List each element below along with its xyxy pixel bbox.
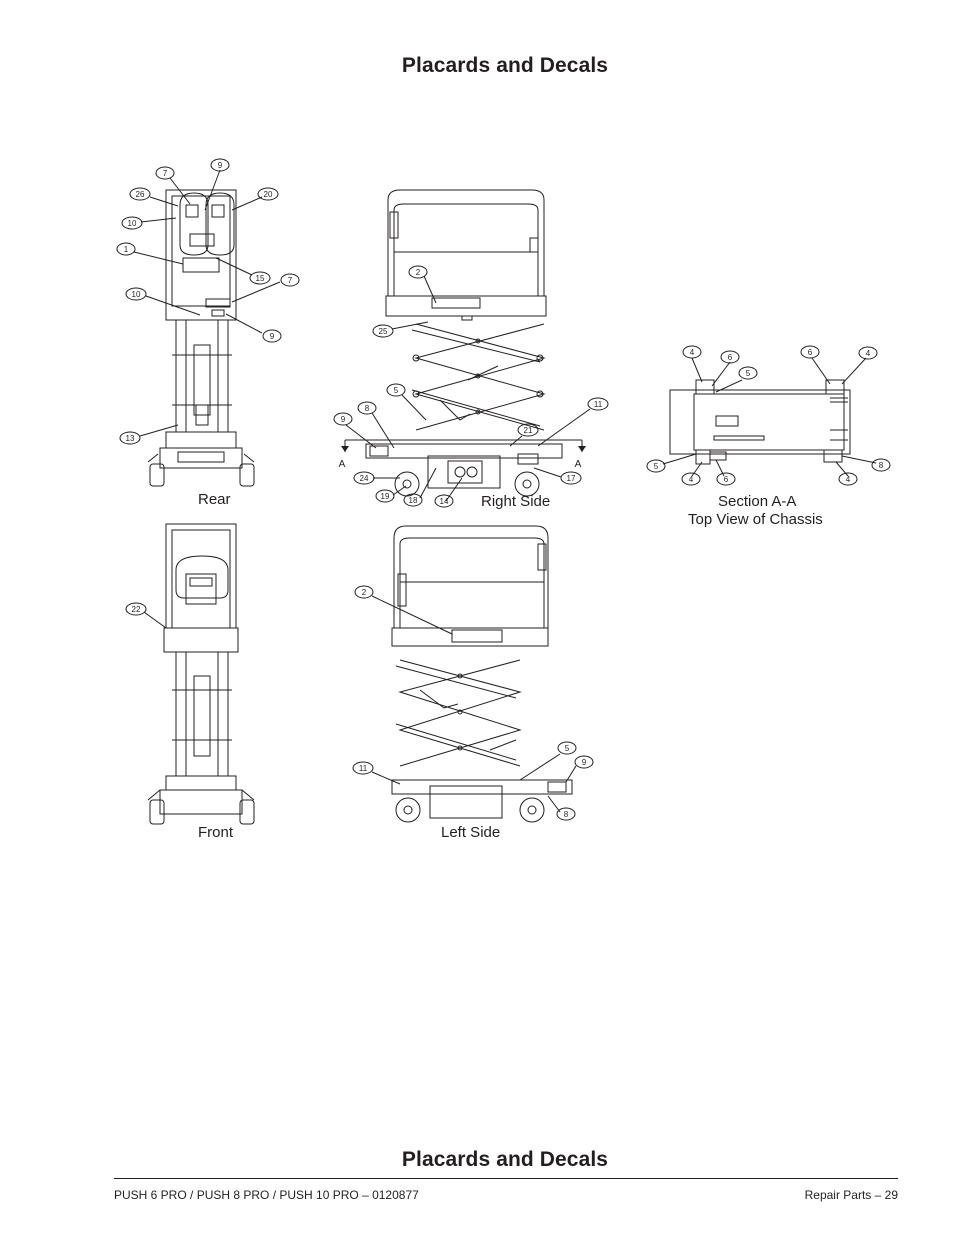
section-callout-number: 4 (846, 475, 851, 484)
rear-view-drawing (147, 189, 255, 487)
page-title: Placards and Decals (401, 54, 609, 77)
rear-callout-number: 7 (288, 276, 293, 285)
front-view-label: Front (198, 824, 234, 841)
section-markers: A A (339, 459, 582, 470)
section-callout-number: 4 (689, 475, 694, 484)
right-side-callout-number: 2 (416, 268, 421, 277)
footer-page-number: Repair Parts – 29 (804, 1188, 898, 1202)
page-footer-title: Placards and Decals (401, 1148, 609, 1171)
section-callout-leaders (662, 357, 877, 477)
callout-bubbles (116, 158, 891, 821)
front-callout-leaders (143, 611, 167, 629)
rear-callout-number: 9 (218, 161, 223, 170)
footer-divider (114, 1178, 898, 1179)
right-side-callout-number: 21 (524, 426, 533, 435)
left-side-callout-leaders (371, 595, 577, 813)
left-side-callout-number: 8 (564, 810, 569, 819)
right-side-callout-number: 17 (567, 474, 576, 483)
left-side-callout-number: 11 (359, 764, 368, 773)
rear-callout-number: 15 (256, 274, 265, 283)
left-side-callout-number: 9 (582, 758, 587, 767)
rear-callout-number: 7 (163, 169, 168, 178)
right-side-view-label: Right Side (481, 493, 551, 510)
section-callout-number: 4 (690, 348, 695, 357)
callout-numbers: 7 9 26 20 10 1 15 7 10 9 13 2 25 5 8 9 1… (124, 161, 884, 819)
right-side-callout-number: 8 (365, 404, 370, 413)
rear-callout-number: 10 (128, 219, 137, 228)
rear-view-label: Rear (198, 491, 231, 508)
section-callout-number: 6 (724, 475, 729, 484)
right-side-callout-number: 25 (379, 327, 388, 336)
section-callout-number: 5 (746, 369, 751, 378)
right-side-callout-number: 9 (341, 415, 346, 424)
left-side-callout-number: 2 (362, 588, 367, 597)
right-side-callout-leaders (345, 275, 591, 502)
front-view-drawing (147, 523, 255, 825)
right-side-callout-number: 11 (594, 400, 603, 409)
section-arrows (341, 446, 586, 452)
section-callout-number: 6 (728, 353, 733, 362)
rear-callout-number: 20 (264, 190, 273, 199)
rear-callout-number: 1 (124, 245, 129, 254)
right-side-callout-number: 19 (381, 492, 390, 501)
section-marker-left: A (339, 459, 346, 470)
section-callout-number: 6 (808, 348, 813, 357)
left-side-view-drawing (391, 525, 573, 823)
right-side-callout-number: 14 (440, 497, 449, 506)
rear-callout-number: 13 (126, 434, 135, 443)
section-view-drawing (669, 379, 851, 465)
rear-callout-number: 26 (136, 190, 145, 199)
section-view-label: Section A-A (718, 493, 797, 510)
section-callout-number: 8 (879, 461, 884, 470)
rear-callout-number: 10 (132, 290, 141, 299)
rear-callout-number: 9 (270, 332, 275, 341)
right-side-callout-number: 5 (394, 386, 399, 395)
section-marker-right: A (575, 459, 582, 470)
section-callout-number: 4 (866, 349, 871, 358)
rear-callout-leaders (133, 169, 281, 437)
right-side-callout-number: 24 (360, 474, 369, 483)
front-callout-number: 22 (132, 605, 141, 614)
left-side-view-label: Left Side (441, 824, 501, 841)
footer-model-text: PUSH 6 PRO / PUSH 8 PRO / PUSH 10 PRO – … (114, 1188, 419, 1202)
right-side-callout-number: 18 (409, 496, 418, 505)
left-side-callout-number: 5 (565, 744, 570, 753)
right-side-view-drawing (344, 189, 583, 497)
section-view-sublabel: Top View of Chassis (688, 511, 823, 528)
section-callout-number: 5 (654, 462, 659, 471)
